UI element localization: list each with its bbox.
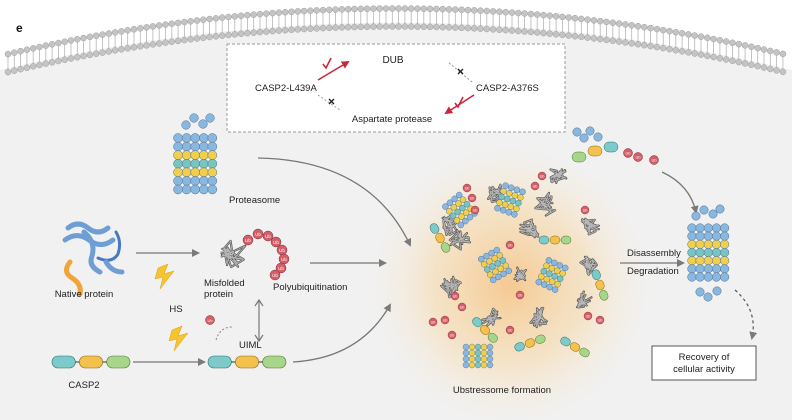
casp2-a376s-label: CASP2-A376S (476, 83, 539, 94)
svg-text:Ub: Ub (460, 306, 465, 310)
svg-text:Ub: Ub (450, 334, 455, 338)
svg-text:Ub: Ub (281, 257, 287, 262)
casp2-inactive-icon (51, 355, 131, 369)
cell-membrane (4, 5, 787, 76)
svg-text:Ub: Ub (470, 197, 475, 201)
panel-label: e (16, 21, 23, 35)
cross-icon (457, 68, 464, 75)
proteasome-label: Proteasome (229, 195, 280, 206)
svg-text:Ub: Ub (465, 187, 470, 191)
check-icon (454, 96, 464, 109)
svg-text:Ub: Ub (273, 240, 279, 245)
svg-text:Ub: Ub (207, 318, 213, 323)
proteasome-icon (173, 113, 218, 195)
proteasome-flow-arrow (257, 157, 412, 247)
svg-text:Ub: Ub (473, 209, 478, 213)
casp2-label: CASP2 (68, 380, 99, 391)
svg-text:Ub: Ub (453, 295, 458, 299)
svg-text:Ub: Ub (508, 329, 513, 333)
svg-text:Ub: Ub (598, 319, 603, 323)
heat-shock-icon (168, 325, 189, 352)
svg-text:Ub: Ub (431, 321, 436, 325)
svg-text:Ub: Ub (540, 175, 545, 179)
svg-text:Ub: Ub (518, 294, 523, 298)
native-protein-icon (62, 221, 125, 297)
svg-text:Ub: Ub (583, 209, 588, 213)
ub-release-dashed (215, 326, 233, 341)
casp2-active-icon: Ub (205, 315, 287, 369)
polyubiquitination-label: Polyubiquitination (273, 282, 347, 293)
svg-text:Ub: Ub (255, 232, 261, 237)
recovery-box (651, 345, 757, 381)
dub-label: DUB (382, 55, 403, 66)
svg-text:Ub: Ub (533, 185, 538, 189)
check-icon (322, 57, 332, 70)
uiml-label: UIML (239, 340, 262, 351)
svg-text:Ub: Ub (625, 151, 631, 156)
ubstressome-formation-label: Ubstressome formation (453, 385, 551, 396)
svg-text:Ub: Ub (245, 238, 251, 243)
aspartate-protease-label: Aspartate protease (352, 114, 432, 125)
cross-icon (328, 98, 335, 105)
misfolded-protein-icon (220, 239, 247, 269)
svg-text:Ub: Ub (278, 266, 284, 271)
hs-label: HS (169, 304, 182, 315)
l439a-to-dub-arrow (317, 60, 350, 81)
heat-shock-icon (154, 263, 175, 290)
svg-text:Ub: Ub (651, 158, 657, 163)
degradation-label: Degradation (627, 266, 679, 277)
native-protein-label: Native protein (55, 289, 114, 300)
inset-box (226, 43, 566, 133)
disassembly-label: Disassembly (627, 248, 681, 259)
reassembly-arrow (661, 171, 699, 214)
svg-text:Ub: Ub (265, 234, 271, 239)
casp2-l439a-label: CASP2-L439A (255, 83, 317, 94)
ubstressome-cluster (429, 182, 609, 369)
casp2-to-ubstressome-arrow (292, 303, 391, 363)
recovery-dashed-arrow (734, 289, 758, 340)
svg-text:Ub: Ub (443, 319, 448, 323)
l439a-to-protease-dashed (317, 94, 341, 111)
svg-text:Ub: Ub (635, 155, 641, 160)
svg-text:Ub: Ub (272, 273, 278, 278)
a376s-to-dub-dashed (447, 61, 473, 83)
svg-text:Ub: Ub (586, 315, 591, 319)
svg-text:Ub: Ub (279, 248, 285, 253)
assembled-proteasome-icon (687, 204, 730, 302)
svg-text:Ub: Ub (508, 244, 513, 248)
uiml-bidirectional-icon (254, 298, 264, 343)
